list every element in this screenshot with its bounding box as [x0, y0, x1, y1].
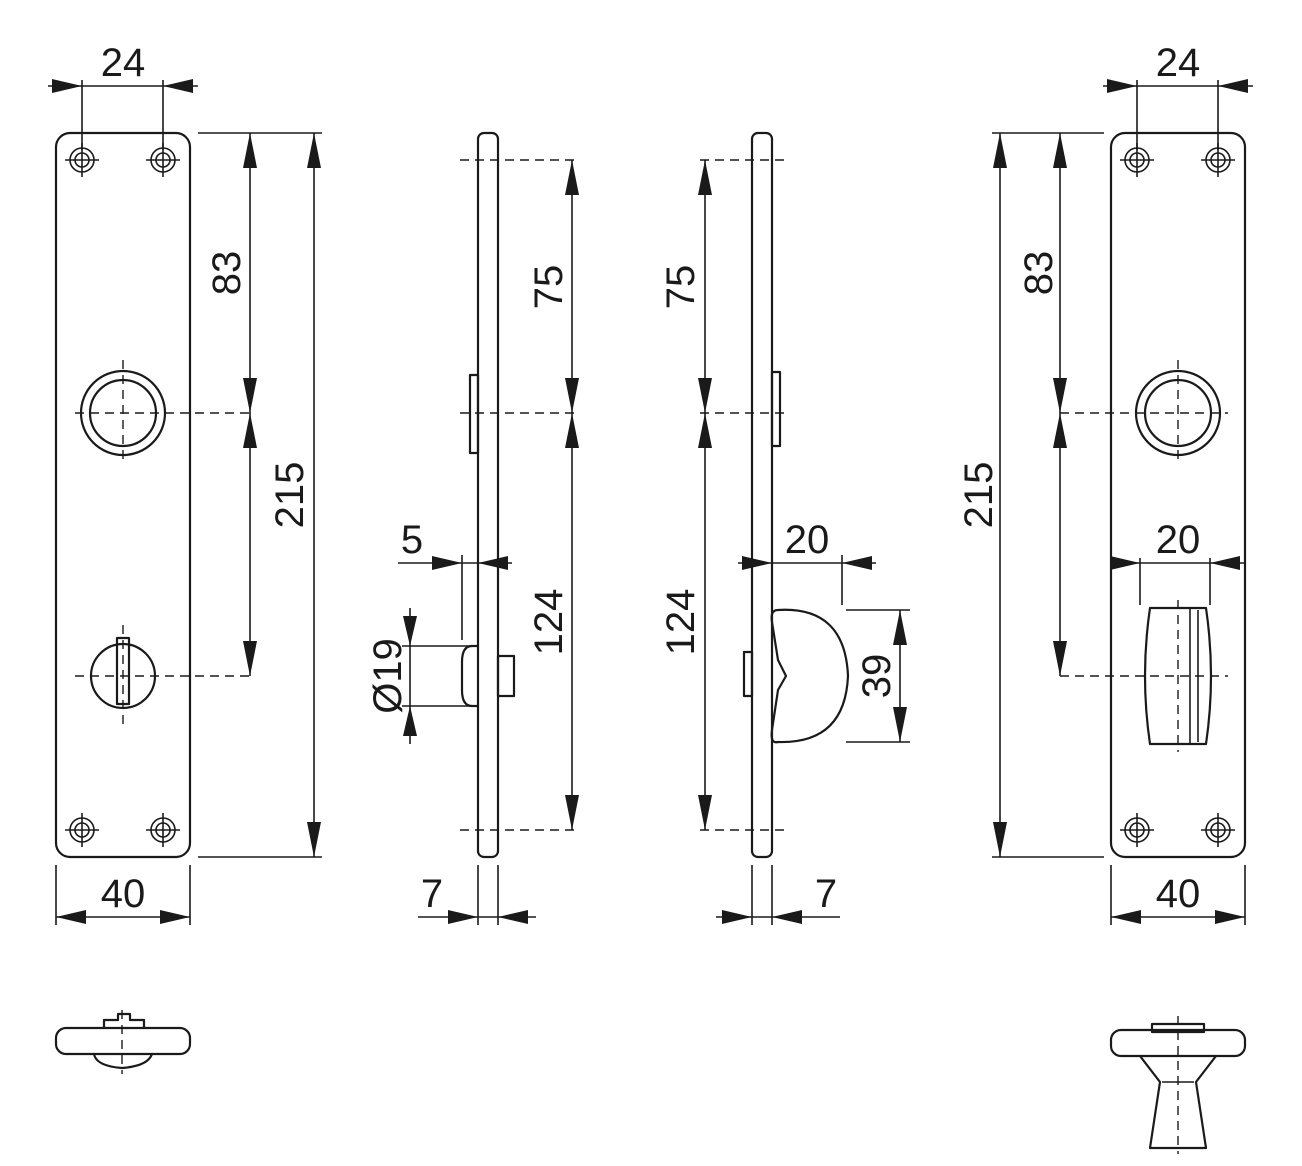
dimension-overall-height: 215: [957, 132, 1104, 858]
thumb-turn-front: [1060, 600, 1228, 752]
dimension-plate-width: 40: [1110, 865, 1246, 925]
dimension-label: 83: [1017, 251, 1061, 296]
dimension-label: 75: [659, 265, 703, 310]
dimension-label: 215: [957, 462, 1001, 529]
dimension-turn-height: 39: [846, 609, 910, 743]
dimension-turn-projection: 20: [738, 518, 876, 605]
dimension-label: 75: [527, 265, 571, 310]
dimension-upper-to-spindle: 75: [659, 160, 712, 413]
side-view-right: 75 124 20 39: [659, 131, 910, 925]
emergency-release: [75, 625, 255, 725]
front-view-right: 24 83 215: [957, 41, 1253, 925]
dimension-overall-height: 215: [198, 132, 322, 858]
backplate-outline: [1109, 131, 1247, 859]
spindle-boss: [770, 370, 782, 448]
turn-knob: [460, 644, 480, 708]
dimension-hole-spacing: 24: [1103, 41, 1253, 150]
backplate-outline: [54, 131, 192, 859]
dimension-spindle-to-lower: 124: [659, 413, 712, 830]
dimension-label: 83: [205, 251, 249, 296]
side-view-left: 75 124 5 Ø19: [366, 131, 580, 925]
dimension-upper-to-spindle: 75: [527, 160, 579, 413]
dimension-spindle-to-lower: 124: [527, 413, 579, 830]
screw-hole: [145, 812, 181, 848]
dimension-hole-spacing: 24: [48, 41, 198, 150]
dimension-plate-width: 40: [55, 865, 191, 925]
dimension-label: 39: [855, 654, 899, 699]
dimension-label: 124: [659, 589, 703, 656]
backplate-profile: [476, 131, 500, 859]
spindle-rose: [75, 360, 255, 465]
dimension-upper-to-spindle: 83: [1017, 132, 1104, 413]
dimension-turn-width: 20: [1110, 518, 1245, 605]
dimension-label: 20: [1156, 518, 1201, 562]
dimension-label: 40: [101, 872, 146, 916]
dimension-label: 5: [401, 518, 423, 562]
dimension-upper-to-spindle: 83: [198, 132, 262, 413]
dimension-spindle-to-turn: [1053, 413, 1067, 676]
dimension-label: 215: [268, 462, 312, 529]
dimension-label: 124: [527, 589, 571, 656]
screw-hole: [1119, 812, 1155, 848]
dimension-label: Ø19: [366, 638, 410, 714]
backplate-profile: [750, 131, 774, 859]
dimension-spindle-to-release: [243, 413, 257, 676]
dimension-label: 7: [421, 872, 443, 916]
dimension-plate-thickness: 7: [716, 865, 840, 925]
dimension-knob-diameter: Ø19: [366, 608, 470, 744]
top-view-left: [54, 1010, 192, 1074]
top-view-right: [1109, 1016, 1247, 1154]
dimension-label: 20: [785, 518, 830, 562]
dimension-label: 24: [1156, 41, 1201, 85]
spindle-boss: [468, 373, 480, 455]
knob-base: [496, 654, 516, 698]
dimension-knob-offset: 5: [398, 518, 512, 640]
spindle-rose: [1060, 360, 1228, 465]
dimension-label: 24: [101, 41, 146, 85]
dimension-label: 40: [1156, 872, 1201, 916]
dimension-label: 7: [815, 872, 837, 916]
dimension-plate-thickness: 7: [418, 865, 536, 925]
release-stub: [742, 650, 754, 698]
thumb-turn: [770, 608, 850, 744]
screw-hole: [1200, 812, 1236, 848]
screw-hole: [64, 812, 100, 848]
front-view-left: 24 83 215: [48, 41, 322, 925]
